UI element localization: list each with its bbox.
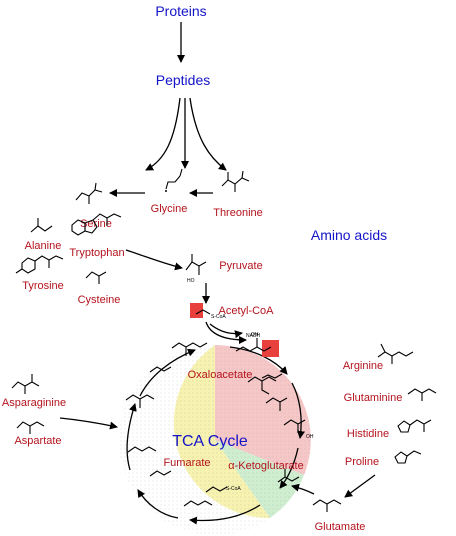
proteins-label: Proteins — [155, 3, 206, 19]
glutamate-structure — [312, 499, 342, 512]
amino-acids-label: Amino acids — [311, 227, 387, 243]
cysteine-label: Cysteine — [78, 294, 121, 306]
pyruvate-label: Pyruvate — [219, 260, 262, 272]
glutaminine-structure — [407, 388, 437, 401]
svg-text:OH: OH — [306, 434, 314, 440]
glycine-label: Glycine — [151, 203, 188, 215]
histidine-structure — [397, 419, 432, 433]
svg-text:HO: HO — [187, 278, 195, 284]
oxaloacetate-label: Oxaloacetate — [188, 369, 253, 381]
glutamate-label: Glutamate — [315, 521, 366, 533]
acetylcoa-to-cycle-arrow — [205, 321, 247, 344]
acetylcoa-label: Acetyl-CoA — [218, 305, 274, 317]
nadh-label: NADH — [246, 333, 261, 339]
cysteine-structure — [85, 271, 107, 284]
serine-structure — [75, 182, 103, 204]
cycle-structures: OH OH S-CoA — [125, 332, 314, 507]
glutaminine-label: Glutaminine — [344, 392, 403, 404]
alanine-structure — [30, 218, 53, 233]
histidine-label: Histidine — [347, 428, 389, 440]
asparaginine-label: Asparaginine — [2, 397, 66, 409]
acetylcoa-highlight — [190, 303, 203, 318]
peptides-label: Peptides — [156, 72, 210, 88]
aspartate-to-cycle-arrow — [59, 417, 118, 430]
tca-sectors — [119, 345, 311, 535]
aspartate-label: Aspartate — [14, 435, 61, 447]
stipple — [119, 345, 311, 535]
svg-text:OH: OH — [251, 332, 259, 338]
tyrosine-label: Tyrosine — [22, 280, 64, 292]
pyruvate-structure: HO — [185, 254, 207, 284]
alanine-label: Alanine — [25, 240, 62, 252]
arginine-structure — [377, 343, 414, 364]
right-group-to-glutamate-arrow — [344, 474, 376, 498]
svg-text:S-CoA: S-CoA — [226, 486, 241, 492]
aspartate-structure — [16, 421, 45, 434]
acetylcoa-structure: S-CoA — [195, 309, 226, 320]
glutamate-to-cycle-arrow — [291, 483, 315, 495]
proline-structure — [394, 450, 422, 464]
fumarate-label: Fumarate — [163, 457, 210, 469]
tyrosine-structure — [15, 255, 64, 274]
nadh-arrow — [209, 323, 243, 339]
citrate-highlight — [262, 340, 279, 357]
tca-cycle-label: TCA Cycle — [172, 433, 248, 450]
peptide-split-arrows — [145, 97, 227, 171]
tryptophan-structure — [71, 213, 122, 236]
glycine-structure — [165, 168, 183, 192]
threonine-label: Threonine — [213, 207, 263, 219]
alpha-ketoglutarate-label: α-Ketoglutarate — [228, 460, 303, 472]
svg-text:S-CoA: S-CoA — [211, 314, 226, 320]
tryptophan-to-pyruvate-arrow — [125, 249, 183, 271]
tryptophan-label: Tryptophan — [69, 247, 124, 259]
proline-label: Proline — [345, 456, 379, 468]
threonine-structure — [221, 170, 250, 192]
arginine-label: Arginine — [343, 360, 383, 372]
serine-label: Serine — [80, 218, 112, 230]
asparaginine-structure — [11, 374, 40, 394]
